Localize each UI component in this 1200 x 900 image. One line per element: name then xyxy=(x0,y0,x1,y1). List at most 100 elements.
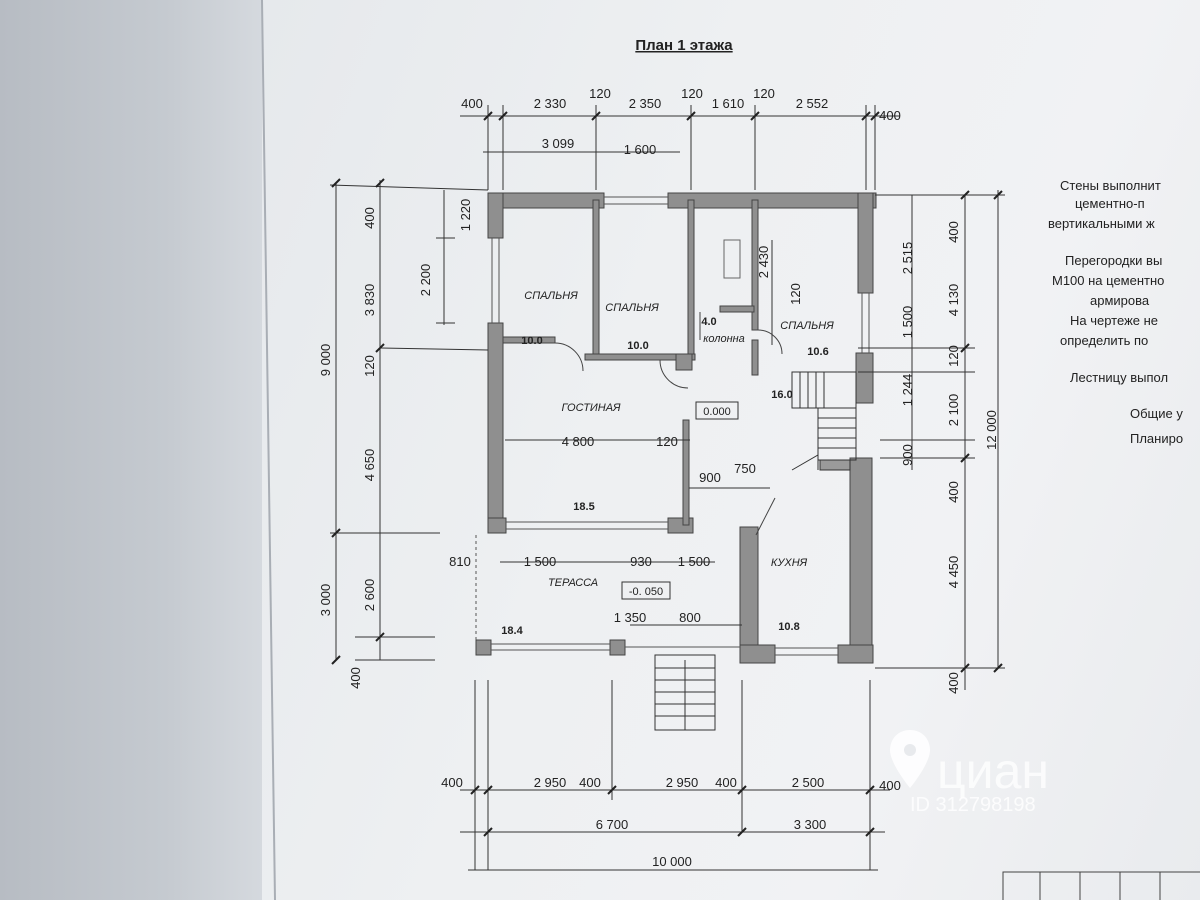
room-bedroom-2: СПАЛЬНЯ xyxy=(605,302,659,314)
dim-810: 810 xyxy=(449,554,471,569)
dim-bot2-0: 6 700 xyxy=(596,817,629,832)
area-labels: 10.0 10.0 4.0 10.6 16.0 18.5 18.4 10.8 xyxy=(501,316,828,637)
top-dimensions: 400 2 330 120 2 350 120 1 610 120 2 552 … xyxy=(461,86,901,157)
dim-left-mid-0: 400 xyxy=(362,207,377,229)
dim-right-inner-3: 900 xyxy=(900,444,915,466)
dim-120a: 120 xyxy=(788,283,803,305)
dim-left-inner-1: 2 200 xyxy=(418,264,433,297)
windows xyxy=(475,196,870,656)
area-bath: 4.0 xyxy=(701,316,716,328)
dim-top2-1: 1 600 xyxy=(624,142,657,157)
watermark-id: ID 312798198 xyxy=(910,794,1036,816)
plan-title: План 1 этажа xyxy=(635,37,733,54)
room-terrace: ТЕРАССА xyxy=(548,577,598,589)
dim-right-outer: 12 000 xyxy=(984,410,999,450)
note-6: На чертеже не xyxy=(1070,313,1158,328)
bottom-dimensions: 400 2 950 400 2 950 400 2 500 400 6 700 … xyxy=(441,775,901,869)
area-living: 18.5 xyxy=(573,501,594,513)
dim-left-outer-1: 3 000 xyxy=(318,584,333,617)
location-pin-icon xyxy=(890,730,930,788)
dim-right-mid-1: 4 130 xyxy=(946,284,961,317)
dim-top-7: 2 552 xyxy=(796,96,829,111)
dim-2430: 2 430 xyxy=(756,246,771,279)
room-bedroom-1: СПАЛЬНЯ xyxy=(524,290,578,302)
bath-fixture xyxy=(723,239,741,279)
dim-top-2: 120 xyxy=(589,86,611,101)
dim-top-3: 2 350 xyxy=(629,96,662,111)
page-fold xyxy=(261,0,276,900)
dim-top-6: 120 xyxy=(753,86,775,101)
note-2: вертикальными ж xyxy=(1048,216,1155,231)
dim-1500a: 1 500 xyxy=(524,554,557,569)
room-bedroom-3: СПАЛЬНЯ xyxy=(780,320,834,332)
dim-top-5: 1 610 xyxy=(712,96,745,111)
note-7: определить по xyxy=(1060,333,1148,348)
dim-top-0: 400 xyxy=(461,96,483,111)
dim-bot-0: 400 xyxy=(441,775,463,790)
dim-left-mid-1: 3 830 xyxy=(362,284,377,317)
dim-right-inner-1: 1 500 xyxy=(900,306,915,339)
note-10: Планиро xyxy=(1130,431,1183,446)
dim-bot-5: 2 500 xyxy=(792,775,825,790)
dim-top-4: 120 xyxy=(681,86,703,101)
dim-1350: 1 350 xyxy=(614,610,647,625)
dim-top-8: 400 xyxy=(879,108,901,123)
note-0: Стены выполнит xyxy=(1060,178,1161,193)
note-8: Лестницу выпол xyxy=(1070,370,1168,385)
dim-right-mid-6: 400 xyxy=(946,672,961,694)
dim-right-mid-2: 120 xyxy=(946,345,961,367)
dim-bot3: 10 000 xyxy=(652,854,692,869)
room-labels: СПАЛЬНЯ СПАЛЬНЯ СПАЛЬНЯ ГОСТИНАЯ КУХНЯ Т… xyxy=(524,290,834,589)
dim-right-inner-0: 2 515 xyxy=(900,242,915,275)
level-terrace: -0. 050 xyxy=(629,586,663,598)
note-3: Перегородки вы xyxy=(1065,253,1162,268)
stairs xyxy=(654,371,857,731)
area-terrace: 18.4 xyxy=(501,625,523,637)
dim-left-inner-0: 1 220 xyxy=(458,199,473,232)
dim-right-mid-5: 4 450 xyxy=(946,556,961,589)
dim-bot-1: 2 950 xyxy=(534,775,567,790)
area-kitchen: 10.8 xyxy=(778,621,799,633)
dim-left-mid-3: 4 650 xyxy=(362,449,377,482)
dim-bot-6: 400 xyxy=(879,778,901,793)
right-dimensions: 12 000 400 4 130 120 2 100 400 4 450 400… xyxy=(900,221,999,694)
dim-left-outer-0: 9 000 xyxy=(318,344,333,377)
dim-930: 930 xyxy=(630,554,652,569)
walls xyxy=(475,192,877,664)
interior-dimensions: 2 430 120 4 800 120 900 750 810 1 500 93… xyxy=(449,246,803,625)
note-9: Общие у xyxy=(1130,406,1183,421)
dim-right-inner-2: 1 244 xyxy=(900,374,915,407)
dim-800: 800 xyxy=(679,610,701,625)
notes-block: Стены выполнит цементно-п вертикальными … xyxy=(1048,178,1183,446)
title-block xyxy=(1002,871,1200,900)
dim-left-mid-2: 120 xyxy=(362,355,377,377)
dim-right-mid-4: 400 xyxy=(946,481,961,503)
dim-1500b: 1 500 xyxy=(678,554,711,569)
dim-750: 750 xyxy=(734,461,756,476)
watermark-brand: циан xyxy=(937,743,1049,799)
dim-bot-3: 2 950 xyxy=(666,775,699,790)
area-bedroom-2: 10.0 xyxy=(627,340,648,352)
dimension-ticks xyxy=(331,111,1003,837)
dim-right-mid-0: 400 xyxy=(946,221,961,243)
note-4: М100 на цементно xyxy=(1052,273,1164,288)
room-column: колонна xyxy=(703,333,745,345)
dim-left-outer-2: 400 xyxy=(348,667,363,689)
level-main: 0.000 xyxy=(703,406,731,418)
level-marks: 0.000 -0. 050 xyxy=(621,401,739,600)
watermark: циан ID 312798198 xyxy=(890,730,1049,816)
left-dimensions: 9 000 3 000 400 400 3 830 120 4 650 2 60… xyxy=(318,199,473,689)
dim-4800: 4 800 xyxy=(562,434,595,449)
area-bedroom-3: 10.6 xyxy=(807,346,828,358)
dim-900: 900 xyxy=(699,470,721,485)
area-stair: 16.0 xyxy=(771,389,792,401)
dim-bot-2: 400 xyxy=(579,775,601,790)
area-bedroom-1: 10.0 xyxy=(521,335,542,347)
paper-sheet xyxy=(262,0,1200,900)
dim-bot-4: 400 xyxy=(715,775,737,790)
dim-top2-0: 3 099 xyxy=(542,136,575,151)
room-living: ГОСТИНАЯ xyxy=(561,402,621,414)
dim-left-mid-4: 2 600 xyxy=(362,579,377,612)
dim-top-1: 2 330 xyxy=(534,96,567,111)
